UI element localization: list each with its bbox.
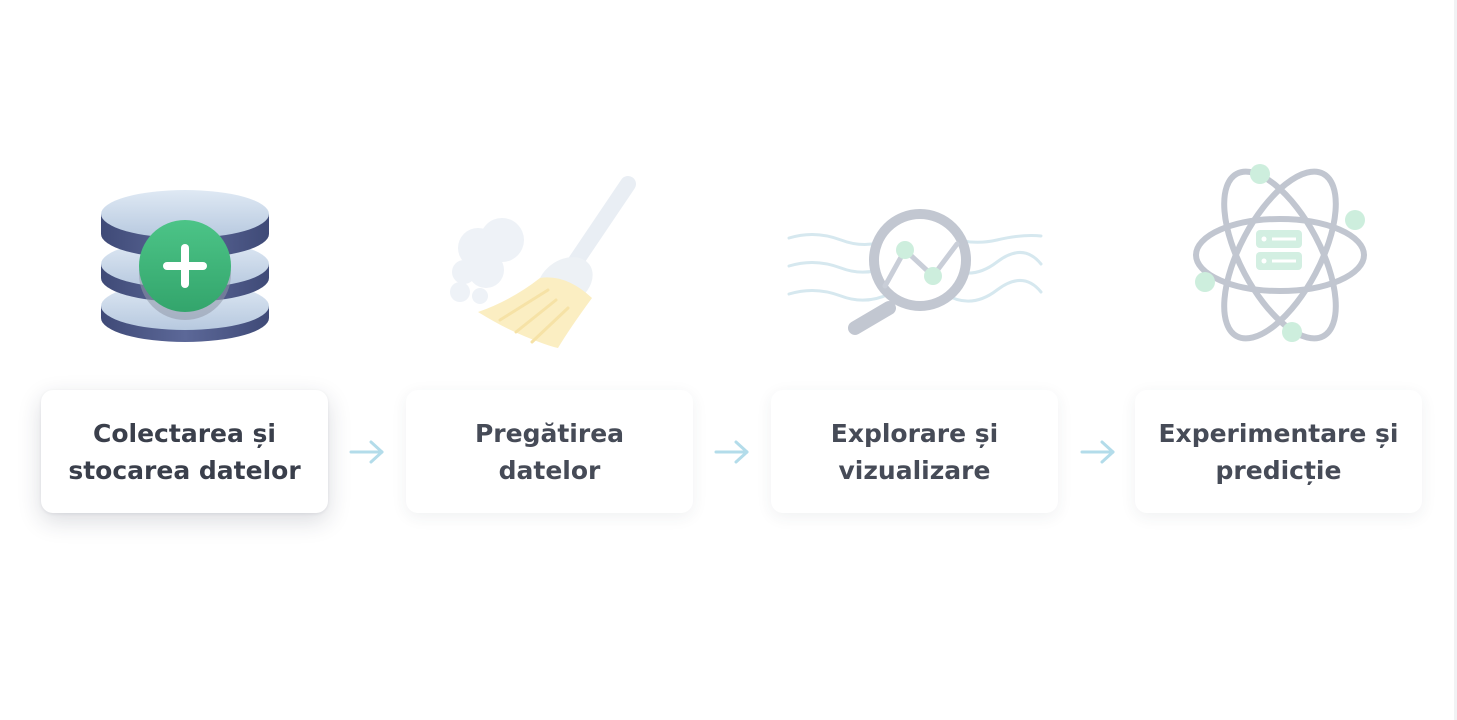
step-card-preparation[interactable]: Pregătirea datelor	[406, 390, 693, 513]
step-card-exploration[interactable]: Explorare și vizualizare	[771, 390, 1058, 513]
step-label: Experimentare și predicție	[1158, 418, 1399, 485]
arrow-right-icon	[349, 437, 385, 467]
step-label: Colectarea și stocarea datelor	[68, 418, 301, 485]
step-card-experimentation[interactable]: Experimentare și predicție	[1135, 390, 1422, 513]
arrow-right-icon	[1080, 437, 1116, 467]
arrow-right-icon	[714, 437, 750, 467]
step-label: Pregătirea datelor	[474, 418, 625, 485]
atom-server-icon	[1150, 150, 1410, 360]
magnifier-chart-icon	[785, 160, 1045, 370]
step-card-collection[interactable]: Colectarea și stocarea datelor	[41, 390, 328, 513]
broom-icon	[420, 160, 680, 370]
right-edge-divider	[1454, 0, 1457, 720]
step-label: Explorare și vizualizare	[830, 418, 999, 485]
database-plus-icon	[55, 160, 315, 370]
